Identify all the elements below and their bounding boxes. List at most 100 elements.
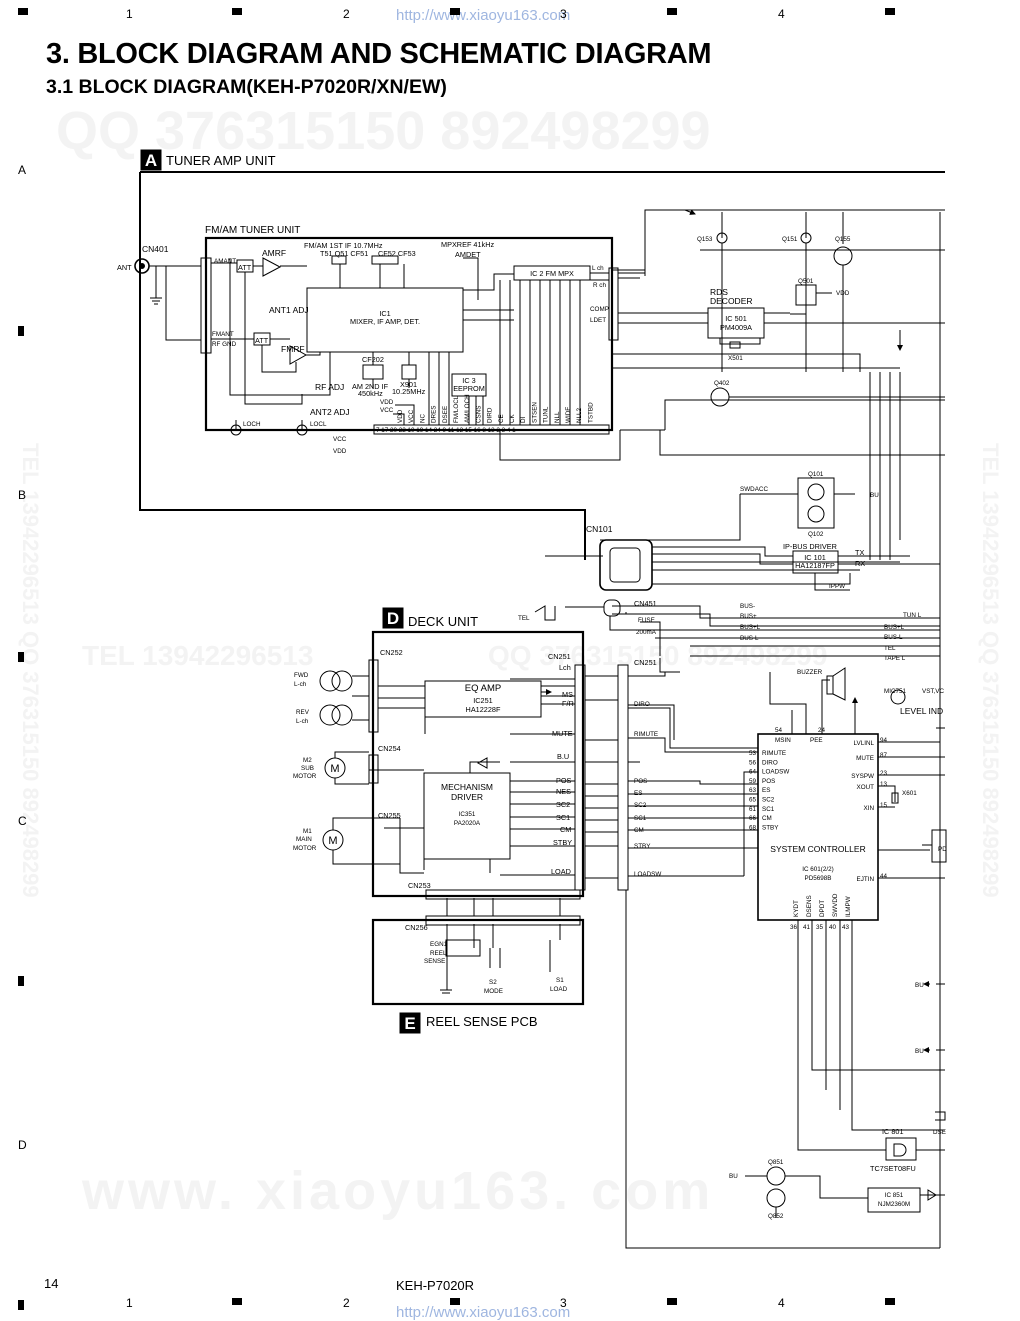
decoder-label: DECODER xyxy=(710,296,753,306)
tuner-bus-label: VDD xyxy=(397,409,404,423)
pee-label: PEE xyxy=(810,737,823,744)
cn255-label: CN255 xyxy=(378,811,401,820)
q151-label: Q151 xyxy=(782,236,798,243)
grid-mark xyxy=(667,8,677,15)
tel-label: TEL xyxy=(518,615,530,622)
ic351-label: IC351 xyxy=(459,811,476,818)
tuner-bus-label: STSEN xyxy=(531,402,538,423)
ic3-label: IC 3 xyxy=(462,376,475,385)
footer-url[interactable]: http://www.xiaoyu163.com xyxy=(396,1304,571,1321)
syscon-left-pin-num: 61 xyxy=(749,806,757,813)
q501-box xyxy=(795,284,817,306)
q153-label: Q153 xyxy=(697,236,713,243)
page-number: 14 xyxy=(44,1276,59,1291)
sc2-deck-label: SC2 xyxy=(556,800,570,809)
mpxref-label: MPXREF 41kHz xyxy=(441,240,494,249)
grid-mark xyxy=(18,1300,24,1310)
grid-row-c: C xyxy=(18,814,27,828)
cn401-label: CN401 xyxy=(142,244,169,254)
grid-row-b: B xyxy=(18,488,27,502)
q402 xyxy=(710,387,730,407)
grid-mark xyxy=(885,1298,895,1305)
lch-label: L ch xyxy=(592,265,604,272)
grid-col-2-bottom: 2 xyxy=(343,1296,350,1310)
syscon-bottom-pin: SWVDD xyxy=(832,893,839,917)
tx-label: TX xyxy=(855,548,864,557)
tuner-bus-label: NLL2 xyxy=(576,407,583,423)
syscon-right-pin-num: 44 xyxy=(880,873,888,880)
header-url[interactable]: http://www.xiaoyu163.com xyxy=(396,7,571,24)
eq-amp-box xyxy=(424,680,542,718)
fr-label: F/R xyxy=(562,699,574,708)
ic501-label: IC 501 xyxy=(725,314,747,323)
syscon-bottom-pin: DSENS xyxy=(806,895,813,917)
tuner-bus-label: DRES xyxy=(431,406,438,424)
unit-d-letter: D xyxy=(387,609,399,628)
cf202-label: CF202 xyxy=(362,355,384,364)
tuner-bus-label: TUNL xyxy=(543,406,550,423)
ipbus-bu-label: BU xyxy=(870,492,879,499)
right-tun-l: TUN L xyxy=(903,612,922,619)
tuner-bus-label: WIDE xyxy=(565,407,572,423)
tuner-bus-label: DI xyxy=(520,416,527,423)
ic3-desc: EEPROM xyxy=(453,384,485,393)
msin-num: 54 xyxy=(775,727,783,734)
ic851-box xyxy=(867,1187,921,1213)
tuner-bus-label: TSTBD xyxy=(587,402,594,423)
fwd-ch-label: L-ch xyxy=(294,681,307,688)
m1-motor-label: MOTOR xyxy=(293,845,317,852)
ic851-label: IC 851 xyxy=(885,1192,904,1199)
syscon-left-pin-num: 64 xyxy=(749,769,757,776)
unit-e-badge xyxy=(399,1012,421,1034)
grid-row-a: A xyxy=(18,163,27,177)
rev-ch-label: L-ch xyxy=(296,718,309,725)
ldet-label: LDET xyxy=(590,317,606,324)
ic801-desc: TC7SET08FU xyxy=(870,1164,916,1173)
grid-mark xyxy=(18,326,24,336)
unit-e-letter: E xyxy=(404,1014,415,1033)
tuner-bus-label: DIRD xyxy=(487,407,494,423)
syscon-left-pin: DIRO xyxy=(762,759,778,766)
mid-diro: DIRO xyxy=(634,701,650,708)
vcc-label: VCC xyxy=(380,407,394,414)
footer-model: KEH-P7020R xyxy=(396,1278,475,1293)
syscon-left-pin: ES xyxy=(762,787,770,794)
ic2-label: IC 2 FM MPX xyxy=(530,269,574,278)
mid-stby: STBY xyxy=(634,843,651,850)
m2-sub-label: SUB xyxy=(301,765,314,772)
right-bus-minus-l: BUS-L xyxy=(884,634,903,641)
sc1-deck-label: SC1 xyxy=(556,813,570,822)
grid-mark xyxy=(450,1298,460,1305)
t51-label: T51 Q51 CF51 xyxy=(320,249,368,258)
ic501-desc: PM4009A xyxy=(720,323,752,332)
reel-sense-box xyxy=(371,918,585,1006)
q155-label: Q155 xyxy=(835,236,851,243)
bu1-label: BU xyxy=(915,982,924,989)
x601-label: X601 xyxy=(902,790,917,797)
ic101-desc: HA12187FP xyxy=(795,561,835,570)
bus-plus-l-label: BUS+L xyxy=(740,624,761,631)
pd-label: PD xyxy=(938,846,947,853)
grid-col-3: 3 xyxy=(560,7,567,21)
amrf-amp xyxy=(262,257,282,277)
driver-label: DRIVER xyxy=(451,792,483,802)
s1-label: S1 xyxy=(556,977,564,984)
x901-box xyxy=(401,364,417,380)
system-controller-box xyxy=(757,733,879,921)
nes-label: NES xyxy=(556,787,571,796)
att-label-1: ATT xyxy=(238,263,252,272)
tuner-bus-label: NC xyxy=(419,413,426,423)
mid-rimute: RIMUTE xyxy=(634,731,658,738)
x901-label: X901 xyxy=(400,380,417,389)
grid-mark xyxy=(667,1298,677,1305)
fmrf-amp xyxy=(289,345,308,365)
cn451-label: CN451 xyxy=(634,599,657,608)
ic851-desc: NJM2360M xyxy=(878,1201,910,1208)
m2-motor-label: MOTOR xyxy=(293,773,317,780)
grid-col-1-bottom: 1 xyxy=(126,1296,133,1310)
eq-amp-label: EQ AMP xyxy=(465,683,501,694)
ms-label: MS xyxy=(562,690,573,699)
s2-mode-label: MODE xyxy=(484,988,503,995)
syscon-left-pin: LOADSW xyxy=(762,769,789,776)
syscon-bottom-pin: DPDT xyxy=(819,900,826,917)
